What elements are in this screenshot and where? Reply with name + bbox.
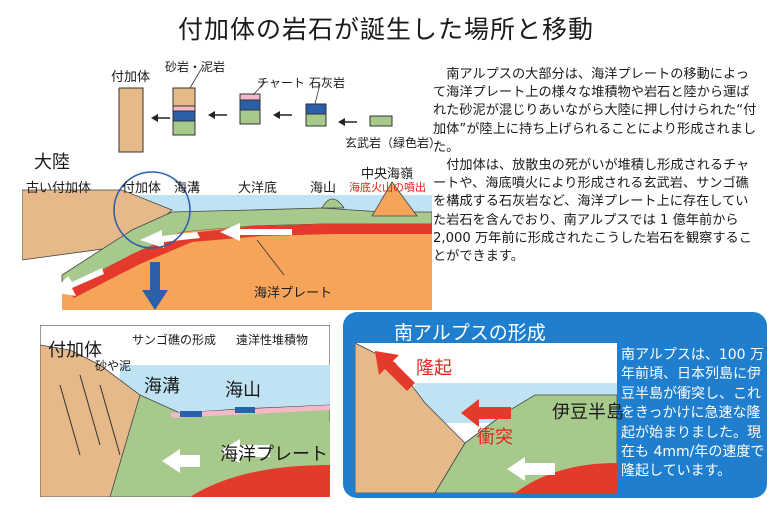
zoom-circle <box>113 171 191 249</box>
legend-chert-label: チャート <box>257 76 305 90</box>
collision-arrow <box>461 399 511 427</box>
ocean-floor-label: 大洋底 <box>238 181 278 196</box>
legend-arrow <box>273 111 292 119</box>
legend-sandstone-label: 砂岩・泥岩 <box>165 60 226 74</box>
legend-accretion-block <box>118 87 144 153</box>
legend-arrow <box>208 111 227 119</box>
zoom-motion-arrow <box>220 439 270 463</box>
zoom-pelagic-label: 遠洋性堆積物 <box>236 333 309 347</box>
description-paragraph-1: 南アルプスの大部分は、海洋プレートの移動によって海洋プレート上の様々な堆積物や岩… <box>433 67 757 155</box>
legend-accretion-label: 付加体 <box>111 70 151 85</box>
page-title: 付加体の岩石が誕生した場所と移動 <box>177 15 594 44</box>
alps-diagram <box>355 343 617 493</box>
zoom-plate-label: 海洋プレート <box>220 444 328 465</box>
izu-label: 伊豆半島 <box>552 402 624 423</box>
plate-motion-arrow <box>140 230 200 248</box>
seamount <box>321 198 345 209</box>
plate-crust <box>67 224 432 298</box>
zoom-coral <box>180 411 202 417</box>
legend-arrow <box>151 114 170 122</box>
zoom-crust <box>190 465 330 497</box>
description-text: 南アルプスの大部分は、海洋プレートの移動によって海洋プレート上の様々な堆積物や岩… <box>433 66 761 266</box>
old-accretion-label: 古い付加体 <box>26 181 92 196</box>
plate-motion-arrow <box>52 268 104 296</box>
ridge-note-label: 海底火山の噴出 <box>349 181 426 194</box>
zoom-accretion-label: 付加体 <box>48 340 102 361</box>
zoom-motion-arrow <box>162 449 200 473</box>
legend-arrow <box>338 118 357 126</box>
zoom-panel <box>40 325 330 497</box>
ridge-label: 中央海嶺 <box>361 167 414 182</box>
zoom-seamount-label: 海山 <box>225 380 261 401</box>
description-paragraph-2: 付加体は、放散虫の死がいが堆積し形成されるチャートや、海底噴火により形成される玄… <box>433 158 752 265</box>
ridge <box>371 181 418 217</box>
legend-basalt-label: 玄武岩（緑色岩） <box>345 136 442 150</box>
plate-label: 海洋プレート <box>254 286 333 301</box>
uplift-arrow <box>375 351 415 391</box>
rock-legend <box>118 65 393 153</box>
legend-limestone-label: 石灰岩 <box>309 76 346 90</box>
zoom-arrow <box>142 262 168 310</box>
zoom-coral <box>235 407 255 413</box>
seamount-label: 海山 <box>310 181 337 196</box>
zoom-sandmud-label: 砂や泥 <box>95 359 132 373</box>
collision-label: 衝突 <box>477 427 513 448</box>
accretion-label: 付加体 <box>122 181 162 196</box>
alps-text: 南アルプスは、100 万年前頃、日本列島に伊豆半島が衝突し、これをきっかけに急速… <box>621 347 765 480</box>
continent-label: 大陸 <box>34 152 70 173</box>
alps-title: 南アルプスの形成 <box>394 322 546 344</box>
plate-motion-arrow <box>220 223 292 241</box>
zoom-trench-label: 海溝 <box>144 376 180 397</box>
uplift-label: 隆起 <box>416 358 452 379</box>
zoom-coral-label: サンゴ礁の形成 <box>132 333 217 347</box>
trench-label: 海溝 <box>174 181 201 196</box>
